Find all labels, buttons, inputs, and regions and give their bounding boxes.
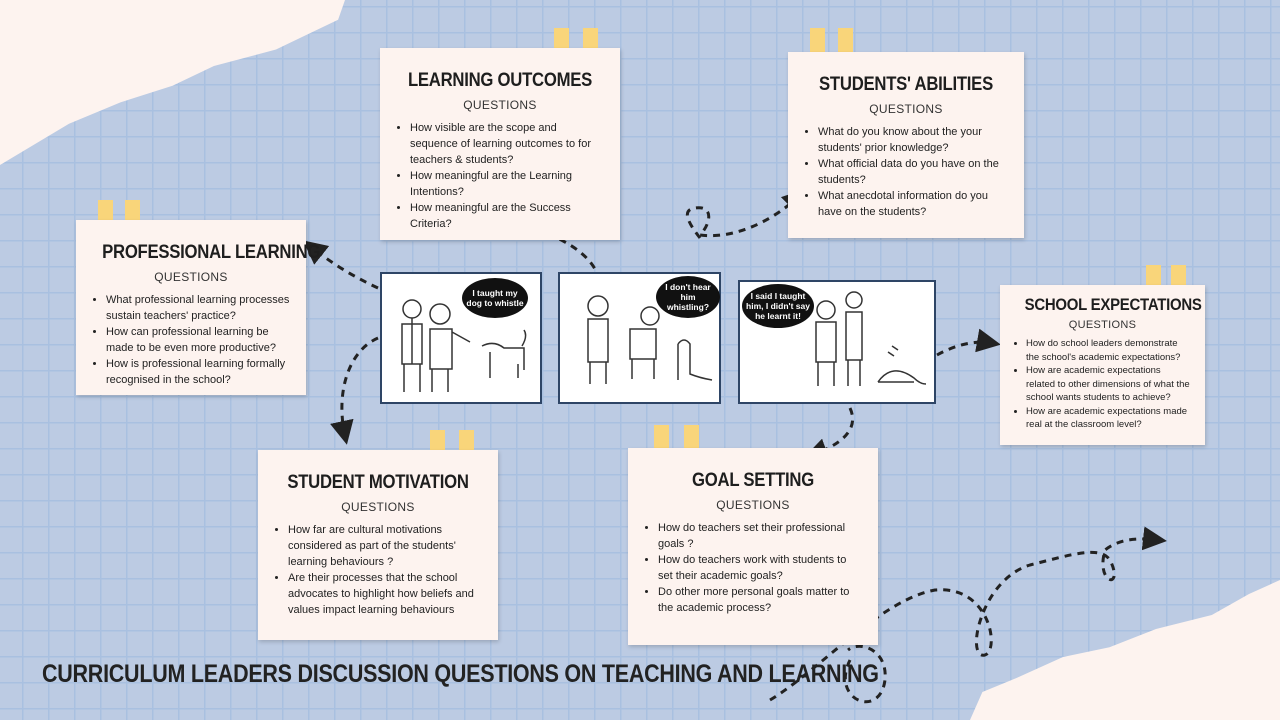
question-item: What professional learning processes sus… [106,292,292,324]
card-subtitle: QUESTIONS [154,270,228,284]
question-list: What professional learning processes sus… [90,292,292,388]
card-subtitle: QUESTIONS [463,98,537,112]
comic-panel-2: I don't hear him whistling? [558,272,721,404]
question-item: How do teachers set their professional g… [658,520,864,552]
card-title: School Expectations [1024,295,1202,314]
question-item: What anecdotal information do you have o… [818,188,1010,220]
question-list: How do teachers set their professional g… [642,520,864,616]
question-item: What do you know about the your students… [818,124,1010,156]
card-title: Professional Learning [102,242,321,263]
card-school-expectations: School Expectations QUESTIONS How do sch… [1000,285,1205,445]
speech-bubble: I taught my dog to whistle [462,278,528,318]
question-item: How far are cultural motivations conside… [288,522,484,570]
question-item: Are their processes that the school advo… [288,570,484,618]
question-item: What official data do you have on the st… [818,156,1010,188]
comic-panel-3: I said I taught him, I didn't say he lea… [738,280,936,404]
comic-figures-icon [815,291,927,386]
question-item: How can professional learning be made to… [106,324,292,356]
question-item: How visible are the scope and sequence o… [410,120,606,168]
card-subtitle: QUESTIONS [1068,319,1137,331]
question-item: How meaningful are the Success Criteria? [410,200,606,232]
question-item: How do teachers work with students to se… [658,552,864,584]
card-learning-outcomes: Learning Outcomes QUESTIONS How visible … [380,48,620,240]
card-subtitle: QUESTIONS [716,498,790,512]
card-title: Student Motivation [287,472,469,493]
question-item: How do school leaders demonstrate the sc… [1026,337,1191,364]
question-item: How are academic expectations made real … [1026,405,1191,432]
question-item: How meaningful are the Learning Intentio… [410,168,606,200]
question-list: How do school leaders demonstrate the sc… [1014,337,1191,432]
card-goal-setting: Goal Setting QUESTIONS How do teachers s… [628,448,878,645]
comic-figures-icon [587,295,713,384]
question-list: How far are cultural motivations conside… [272,522,484,618]
question-list: What do you know about the your students… [802,124,1010,220]
question-list: How visible are the scope and sequence o… [394,120,606,232]
card-students-abilities: Students' Abilities QUESTIONS What do yo… [788,52,1024,238]
card-title: Goal Setting [692,470,814,491]
speech-bubble: I said I taught him, I didn't say he lea… [742,284,814,328]
card-student-motivation: Student Motivation QUESTIONS How far are… [258,450,498,640]
card-professional-learning: Professional Learning QUESTIONS What pro… [76,220,321,395]
card-title: Students' Abilities [819,74,993,95]
question-item: Do other more personal goals matter to t… [658,584,864,616]
card-subtitle: QUESTIONS [341,500,415,514]
comic-figures-icon [401,299,527,392]
question-item: How are academic expectations related to… [1026,364,1191,405]
card-title: Learning Outcomes [407,70,593,91]
question-item: How is professional learning formally re… [106,356,292,388]
slide-title: CURRICULUM LEADERS DISCUSSION QUESTIONS … [42,660,879,688]
speech-bubble: I don't hear him whistling? [656,276,720,318]
comic-panel-1: I taught my dog to whistle [380,272,542,404]
card-subtitle: QUESTIONS [869,102,943,116]
